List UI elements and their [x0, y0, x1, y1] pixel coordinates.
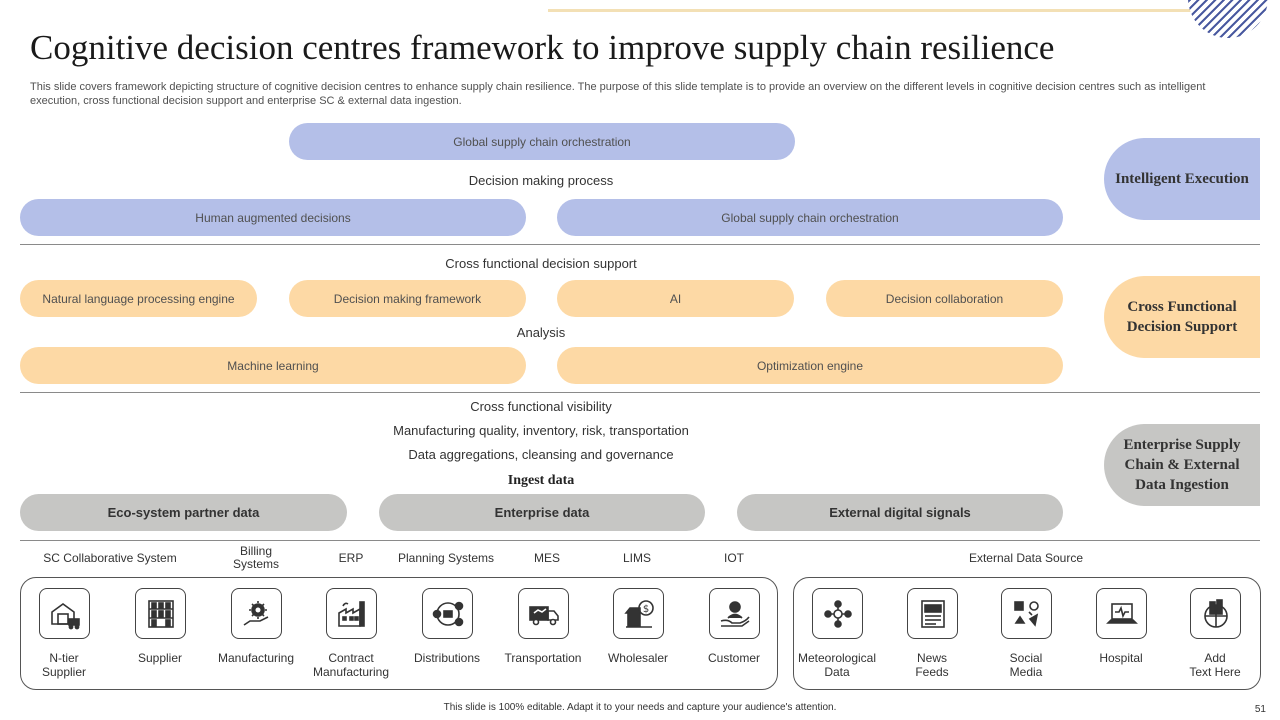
internal-systems-frame [20, 577, 778, 690]
footer-note: This slide is 100% editable. Adapt it to… [443, 702, 837, 713]
icon-label: Supplier [137, 651, 183, 665]
gear-hand-icon [231, 588, 282, 639]
global-orchestration-pill-2: Global supply chain orchestration [557, 199, 1063, 236]
customer-hand-icon [709, 588, 760, 639]
cross-functional-label: Cross functional decision support [445, 256, 637, 271]
icon-label: Manufacturing [217, 651, 295, 665]
intelligent-execution-tab: Intelligent Execution [1104, 138, 1260, 220]
divider-2 [20, 392, 1260, 393]
top-accent-bar [548, 9, 1200, 12]
svg-text:$: $ [642, 604, 648, 615]
icon-label: N-tier Supplier [41, 651, 87, 679]
decision-framework-pill: Decision making framework [289, 280, 526, 317]
icon-label: Distributions [413, 651, 481, 665]
icon-label: Customer [707, 651, 761, 665]
slide-title: Cognitive decision centres framework to … [30, 28, 1055, 67]
icon-label: Hospital [1099, 651, 1143, 665]
slide-description: This slide covers framework depicting st… [30, 81, 1206, 107]
social-icons-icon [1001, 588, 1052, 639]
distribution-icon [422, 588, 473, 639]
icon-label: Add Text Here [1189, 651, 1241, 679]
network-people-icon [812, 588, 863, 639]
external-data-source-label: External Data Source [968, 551, 1084, 565]
machine-learning-pill: Machine learning [20, 347, 526, 384]
sc-collaborative-label: SC Collaborative System [43, 551, 177, 565]
warehouse-icon [39, 588, 90, 639]
optimization-engine-pill: Optimization engine [557, 347, 1063, 384]
ai-pill: AI [557, 280, 794, 317]
icon-label: Social Media [1009, 651, 1043, 679]
analysis-label: Analysis [516, 325, 566, 340]
icon-label: Wholesaler [607, 651, 669, 665]
erp-label: ERP [338, 551, 364, 565]
human-augmented-pill: Human augmented decisions [20, 199, 526, 236]
divider-3 [20, 540, 1260, 541]
factory-icon [326, 588, 377, 639]
enterprise-ingestion-tab: Enterprise Supply Chain & External Data … [1104, 424, 1260, 506]
icon-label: Contract Manufacturing [312, 651, 390, 679]
shelves-icon [135, 588, 186, 639]
nlp-engine-pill: Natural language processing engine [20, 280, 257, 317]
truck-icon [518, 588, 569, 639]
laptop-medical-icon [1096, 588, 1147, 639]
shop-dollar-icon: $ [613, 588, 664, 639]
icon-label: Transportation [504, 651, 582, 665]
decision-collaboration-pill: Decision collaboration [826, 280, 1063, 317]
mes-label: MES [533, 551, 561, 565]
manufacturing-line-label: Manufacturing quality, inventory, risk, … [393, 423, 689, 438]
external-sources-frame [793, 577, 1261, 690]
divider-1 [20, 244, 1260, 245]
iot-label: IOT [724, 551, 744, 565]
global-orchestration-pill: Global supply chain orchestration [289, 123, 795, 160]
external-signals-pill: External digital signals [737, 494, 1063, 531]
page-number: 51 [1254, 704, 1266, 715]
enterprise-data-pill: Enterprise data [379, 494, 705, 531]
decision-making-process-label: Decision making process [468, 173, 614, 188]
newspaper-icon [907, 588, 958, 639]
ecosystem-partner-pill: Eco-system partner data [20, 494, 347, 531]
billing-systems-label: Billing Systems [232, 544, 279, 571]
planning-systems-label: Planning Systems [397, 551, 495, 565]
icon-label: News Feeds [915, 651, 949, 679]
corner-decoration [1188, 0, 1268, 38]
globe-buildings-icon [1190, 588, 1241, 639]
visibility-label: Cross functional visibility [470, 399, 612, 414]
lims-label: LIMS [622, 551, 652, 565]
cross-functional-tab: Cross Functional Decision Support [1104, 276, 1260, 358]
data-aggregation-label: Data aggregations, cleansing and governa… [408, 447, 674, 462]
ingest-data-label: Ingest data [507, 473, 575, 488]
icon-label: Meteorological Data [797, 651, 877, 679]
